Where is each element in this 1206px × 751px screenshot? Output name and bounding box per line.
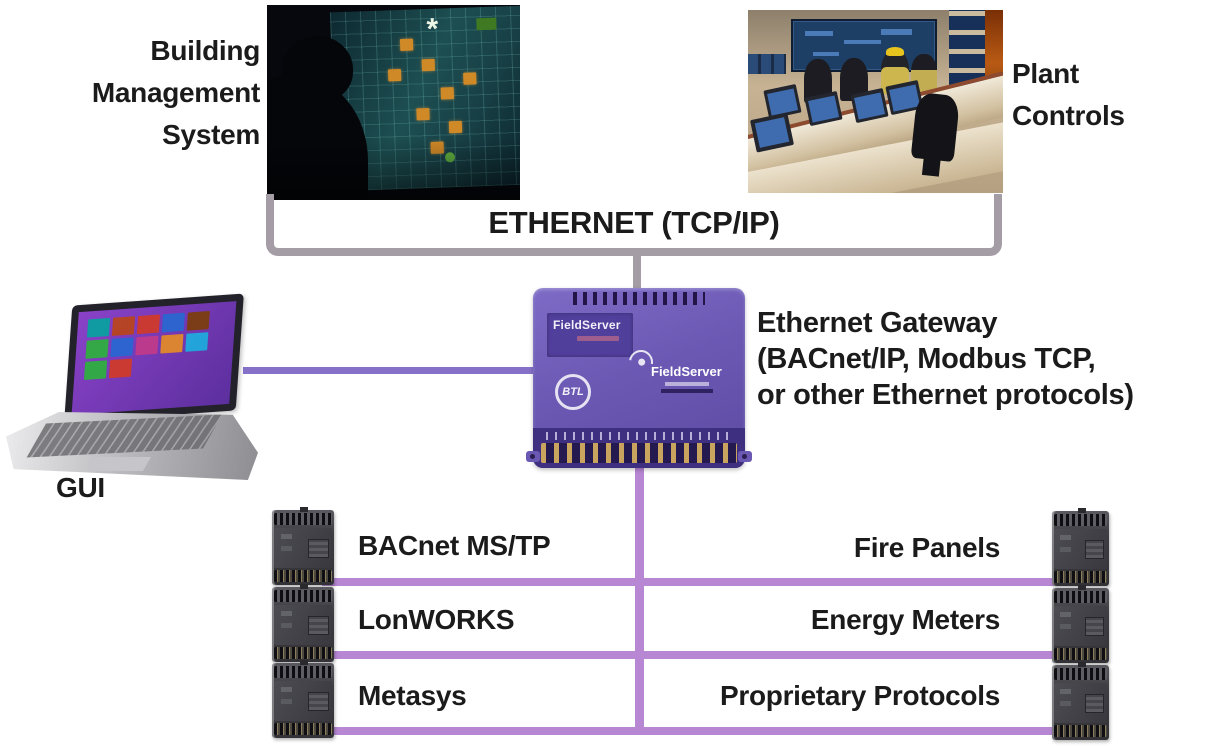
plc-led <box>1060 547 1071 552</box>
plc-led <box>280 623 293 628</box>
plant-label-line: Plant <box>1012 58 1079 89</box>
plc-led <box>280 534 293 539</box>
gateway-model-mark <box>577 336 619 341</box>
plc-face <box>273 681 333 721</box>
gateway-terminal-block <box>533 428 745 468</box>
plc-module <box>1052 508 1109 586</box>
plc-led <box>1060 535 1071 540</box>
plc-led <box>1060 689 1071 694</box>
plc-terminal-strip <box>1054 648 1107 660</box>
plc-face <box>273 528 333 568</box>
fieldbus-label-fire-panels: Fire Panels <box>853 532 1000 563</box>
plc-terminal-strip <box>274 570 332 582</box>
office-chair-silhouette <box>910 92 961 163</box>
plc-terminal-strip <box>274 723 332 735</box>
laptop-keyboard-base <box>6 412 258 480</box>
plc-face <box>273 605 333 645</box>
fieldbus-label-metasys: Metasys <box>358 680 467 711</box>
gateway-label-line: (BACnet/IP, Modbus TCP, <box>757 343 1096 375</box>
fieldbus-row-line <box>322 727 1062 735</box>
laptop-trackpad <box>87 456 152 471</box>
fieldbus-label-proprietary-protocols: Proprietary Protocols <box>719 680 1000 711</box>
plc-terminal-window <box>307 692 329 711</box>
plc-module <box>272 584 334 662</box>
gateway-brand-text: FieldServer <box>553 318 621 332</box>
bms-photo: * <box>267 5 520 200</box>
ethernet-bus-label: ETHERNET (TCP/IP) <box>488 205 780 240</box>
gateway-vents <box>573 292 705 305</box>
ethernet-gateway-label: Ethernet Gateway (BACnet/IP, Modbus TCP,… <box>757 305 1134 413</box>
fieldbus-row-line <box>322 578 1062 586</box>
plc-terminal-window <box>1084 540 1105 559</box>
plc-terminal-strip <box>274 647 332 659</box>
plant-controls-label: Plant Controls <box>1012 53 1125 137</box>
fieldbus-trunk-line <box>635 458 644 735</box>
plc-led <box>1060 624 1071 629</box>
plc-vent-strip <box>274 513 332 525</box>
plant-label-line: Controls <box>1012 100 1125 131</box>
plc-vent-strip <box>274 666 332 678</box>
gui-connection-line <box>243 367 539 374</box>
terminal-tick-marks <box>545 432 733 440</box>
laptop-keyboard <box>26 414 223 458</box>
plc-module <box>272 660 334 738</box>
photo-vignette <box>267 5 520 200</box>
plc-terminal-window <box>1084 694 1105 713</box>
plc-module <box>1052 662 1109 740</box>
fieldserver-logo: FieldServer <box>624 345 736 393</box>
fieldbus-label-lonworks: LonWORKS <box>358 604 515 635</box>
plc-led <box>1060 701 1071 706</box>
fieldbus-label-energy-meters: Energy Meters <box>810 604 1000 635</box>
fieldserver-logo-text: FieldServer <box>651 364 722 379</box>
plc-terminal-window <box>1084 617 1105 636</box>
plc-terminal-strip <box>1054 571 1107 583</box>
logo-subtext-bar <box>665 382 709 386</box>
gui-laptop <box>6 290 258 482</box>
logo-subtext-bar <box>661 389 713 393</box>
laptop-screen <box>64 293 244 423</box>
gateway-label-line: Ethernet Gateway <box>757 307 998 339</box>
plc-led <box>1060 612 1071 617</box>
ethernet-gateway-device: FieldServer BTL FieldServer <box>526 288 752 468</box>
bms-label-line: Building <box>150 35 260 66</box>
plc-terminal-window <box>307 616 329 635</box>
plc-led <box>280 546 293 551</box>
gui-label: GUI <box>56 472 105 503</box>
mounting-tab <box>526 451 540 462</box>
fieldbus-label-bacnet-mstp: BACnet MS/TP <box>358 530 551 561</box>
bms-label: Building Management System <box>28 30 260 156</box>
plc-led <box>280 699 293 704</box>
plc-module <box>272 507 334 585</box>
bms-label-line: Management <box>91 77 260 108</box>
plc-vent-strip <box>1054 591 1107 603</box>
fieldbus-row-line <box>322 651 1062 659</box>
plc-vent-strip <box>1054 514 1107 526</box>
ethernet-gateway-drop-line <box>633 256 641 292</box>
plc-vent-strip <box>274 590 332 602</box>
plc-led <box>280 687 293 692</box>
plc-led <box>280 611 293 616</box>
windows8-start-screen <box>71 301 237 415</box>
left-monitor-row <box>748 53 787 75</box>
mounting-tab <box>738 451 752 462</box>
plc-terminal-strip <box>1054 725 1107 737</box>
plc-face <box>1053 606 1108 646</box>
plc-face <box>1053 529 1108 569</box>
plant-controls-photo <box>748 10 1003 193</box>
bms-label-line: System <box>162 119 260 150</box>
btl-certification-mark: BTL <box>555 374 591 410</box>
hardhat <box>885 46 904 57</box>
plc-face <box>1053 683 1108 723</box>
plc-module <box>1052 585 1109 663</box>
gateway-brand-plate: FieldServer <box>547 313 633 357</box>
plc-vent-strip <box>1054 668 1107 680</box>
terminal-pins <box>541 443 737 463</box>
gateway-label-line: or other Ethernet protocols) <box>757 379 1134 411</box>
plc-terminal-window <box>307 539 329 558</box>
ethernet-bus-line <box>266 194 1002 256</box>
